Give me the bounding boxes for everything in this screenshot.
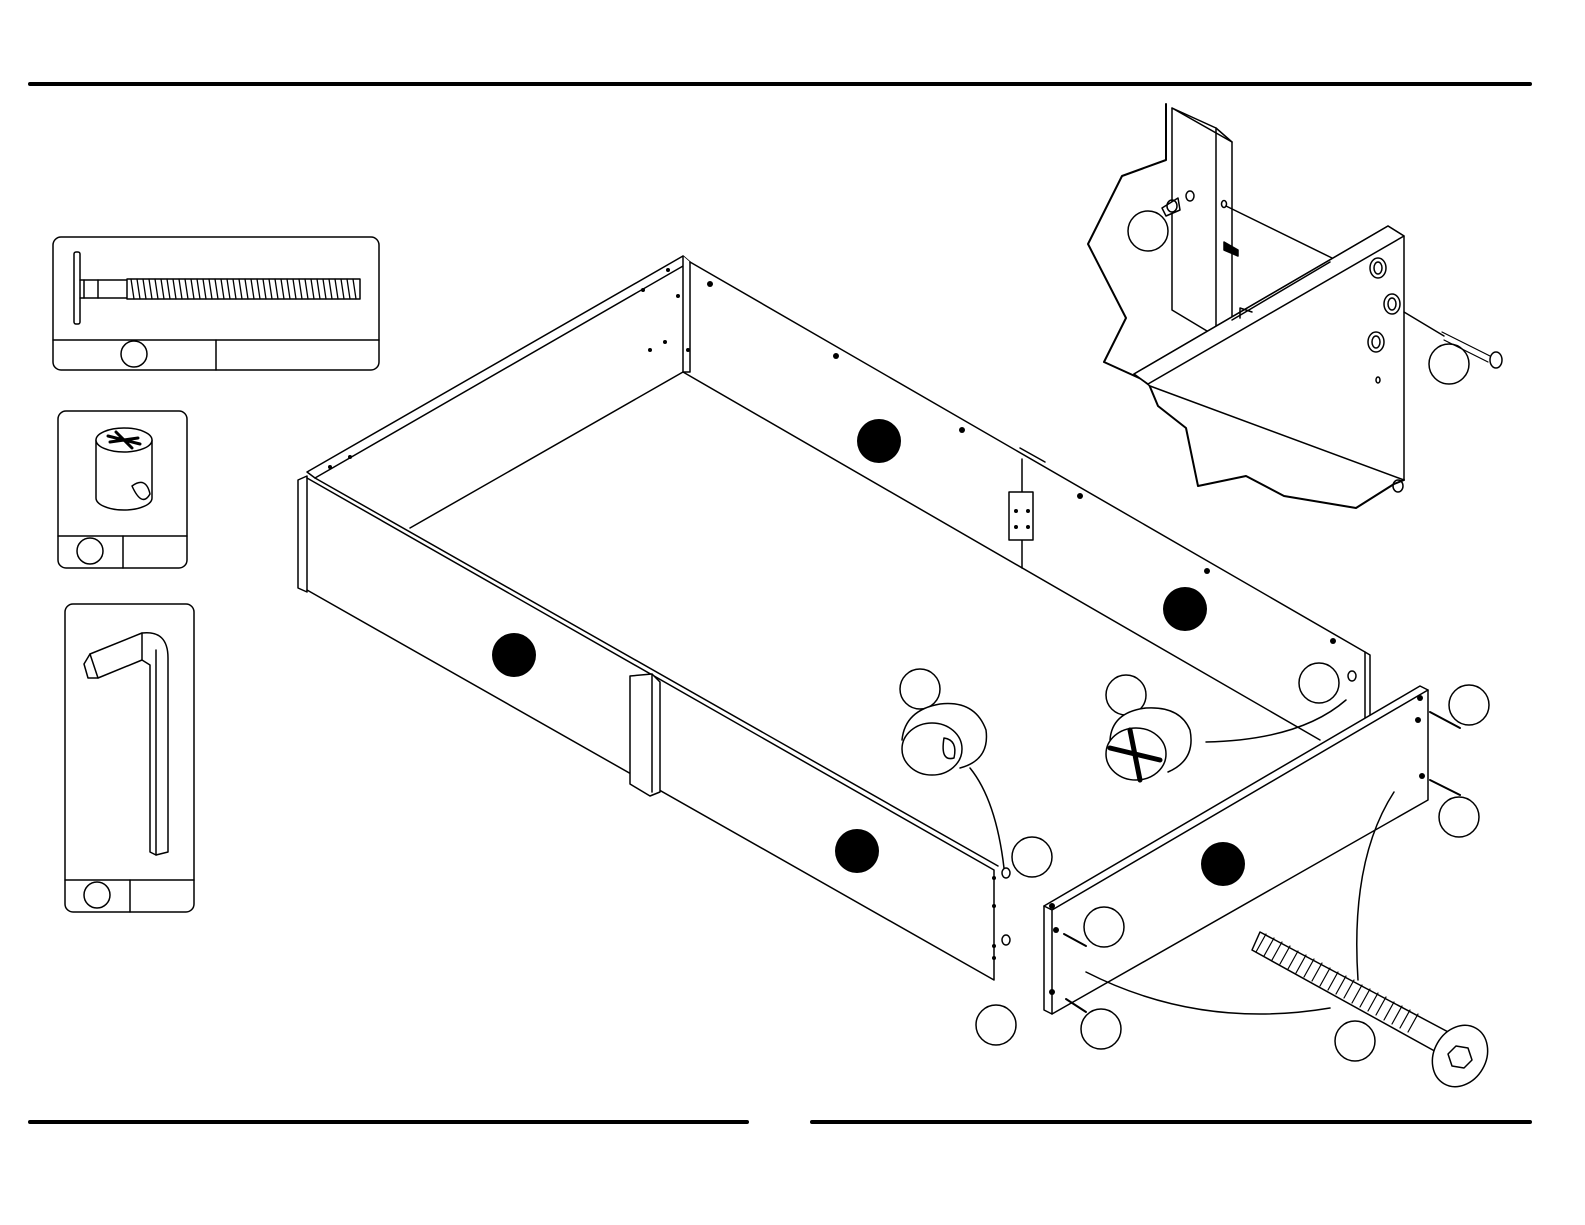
bolt-legend-callout bbox=[121, 341, 147, 367]
callout-bolt-front-top bbox=[1084, 907, 1124, 947]
callout-cam-nut-front-top bbox=[1012, 837, 1052, 877]
cam-nut-legend-callout bbox=[77, 538, 103, 564]
callout-inset-cam bbox=[1128, 211, 1168, 251]
panel-callout-left-front bbox=[492, 633, 536, 677]
front-panels bbox=[307, 478, 998, 980]
panel-callout-left-back bbox=[1163, 587, 1207, 631]
callout-cam-nut-left bbox=[900, 669, 940, 709]
panel-callout-end bbox=[1201, 842, 1245, 886]
callout-bolt-large bbox=[1335, 1021, 1375, 1061]
left-end-upright bbox=[298, 476, 307, 592]
hardware-legend-cam-nut bbox=[58, 411, 187, 568]
cam-nut-closeup-left bbox=[902, 704, 1004, 868]
callout-bolt-top-right bbox=[1449, 685, 1489, 725]
panel-callout-right-front bbox=[835, 829, 879, 873]
callout-bolt-right bbox=[1439, 797, 1479, 837]
corner-detail-inset bbox=[1088, 104, 1502, 508]
panel-callout-right-back bbox=[857, 419, 901, 463]
callout-bolt-front-bottom bbox=[1081, 1009, 1121, 1049]
callout-cam-nut-front-bottom bbox=[976, 1005, 1016, 1045]
cam-barrel-nut-icon bbox=[96, 428, 152, 510]
callout-cam-nut-right bbox=[1299, 663, 1339, 703]
hex-allen-key-icon bbox=[84, 633, 168, 855]
hardware-legend-bolt bbox=[53, 237, 379, 370]
hex-key-legend-callout bbox=[84, 882, 110, 908]
long-bolt-icon bbox=[74, 252, 360, 324]
hardware-legend-hex-key bbox=[65, 604, 194, 912]
